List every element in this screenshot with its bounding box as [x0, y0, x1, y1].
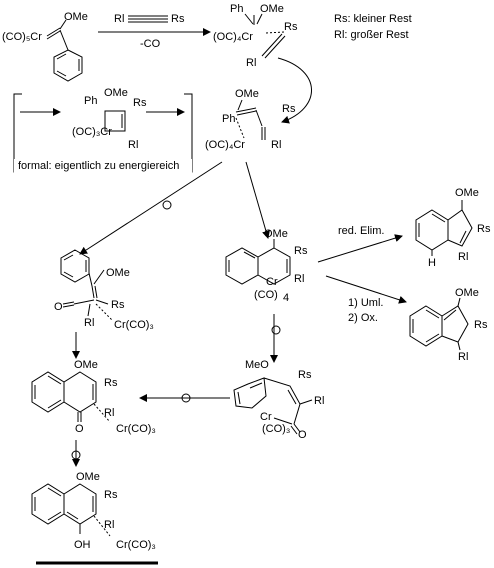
- label-rs-6: Rs: [474, 319, 488, 331]
- label-o-3: O: [298, 429, 307, 441]
- label-rs-7: Rs: [111, 299, 125, 311]
- label-rs-2: Rs: [133, 97, 147, 109]
- label-ome-8: OMe: [106, 267, 130, 279]
- label-ome-6: OMe: [455, 187, 479, 199]
- label-ome-1: OMe: [64, 11, 88, 23]
- label-rs-4: Rs: [294, 245, 308, 257]
- label-rl-10: Rl: [314, 395, 324, 407]
- path-marker-2: [71, 450, 81, 460]
- label-alkyne-rl: Rl: [114, 13, 124, 25]
- path-marker-4: [181, 393, 191, 403]
- label-ome-2: OMe: [260, 3, 284, 15]
- step-ox: 2) Ox.: [348, 312, 378, 324]
- indene-1-six-ring: [415, 209, 449, 251]
- label-ph-2: Ph: [84, 95, 97, 107]
- chromacycle: OMe Rs Rl Cr (CO) 4: [225, 228, 308, 304]
- label-ome-4: OMe: [235, 88, 259, 100]
- label-rl-5: Rl: [458, 251, 468, 263]
- label-occr-4: (OC)₄Cr: [213, 31, 253, 43]
- indene-product-1: OMe Rs Rl H: [415, 187, 491, 269]
- label-ome-3: OMe: [104, 87, 128, 99]
- metallacyclobutene-box: Ph OMe Rs (OC)₃Cr Rl formal: eigentlich …: [13, 87, 193, 173]
- label-crco3-1: Cr(CO)₃: [114, 319, 154, 331]
- label-co-loss: -CO: [140, 38, 161, 50]
- arrow-uml-ox: [325, 275, 407, 304]
- box-note: formal: eigentlich zu energiereich: [18, 160, 179, 172]
- naphthalenone-ring-b: [31, 371, 65, 413]
- chromacycle-7-benzo-ring: [233, 377, 267, 409]
- indene-product-2: OMe Rs Rl: [409, 287, 488, 363]
- legend-rs: Rs: kleiner Rest: [334, 13, 412, 25]
- arrow-red-elim: [317, 234, 403, 263]
- label-rs-1: Rs: [284, 21, 298, 33]
- label-rl-7: Rl: [84, 317, 94, 329]
- label-rs-3: Rs: [282, 103, 296, 115]
- label-crco3-3: Cr(CO)₃: [116, 539, 156, 551]
- indene-2-six-ring: [409, 305, 443, 347]
- label-h: H: [428, 257, 436, 269]
- label-co3-paren: (CO)₃: [262, 423, 290, 435]
- step-uml: 1) Uml.: [348, 297, 383, 309]
- label-ph-3: Ph: [222, 113, 235, 125]
- label-rl-2: Rl: [128, 139, 138, 151]
- label-co5cr: (CO)₅Cr: [2, 31, 42, 43]
- naphthalenone-complex: OMe Rs Rl O Cr(CO)₃: [31, 359, 156, 435]
- label-alkyne-rs: Rs: [171, 13, 185, 25]
- label-rs-5: Rs: [477, 223, 491, 235]
- label-sub4-1: 4: [283, 292, 289, 304]
- label-ome-10: OMe: [76, 471, 100, 483]
- path-marker-3: [271, 325, 281, 335]
- label-rl-1: Rl: [246, 57, 256, 69]
- label-crco3-2: Cr(CO)₃: [116, 423, 156, 435]
- naphthol-complex: OMe Rs Rl OH Cr(CO)₃: [31, 471, 156, 551]
- label-cr-1: Cr: [266, 276, 278, 288]
- label-rs-8: Rs: [104, 377, 118, 389]
- naphthol-ring-b: [31, 483, 65, 525]
- label-rl-4: Rl: [294, 273, 304, 285]
- label-rl-8: Rl: [104, 407, 114, 419]
- vinylketene-complex: OMe Rs O Rl Cr(CO)₃: [54, 249, 154, 331]
- path-marker-1: [162, 200, 172, 210]
- alkyne-reagent: Rl Rs: [114, 13, 185, 25]
- phenyl-ring-2: [60, 249, 90, 283]
- label-o-1: O: [54, 301, 63, 313]
- vinylcarbene-complex: OMe Rs Ph (OC)₄Cr Rl: [205, 88, 296, 151]
- label-occr-3: (OC)₃Cr: [72, 126, 112, 138]
- label-rl-6: Rl: [458, 351, 468, 363]
- label-meo: MeO: [245, 359, 269, 371]
- label-co-paren: (CO): [254, 289, 278, 301]
- naphthol-ring-a: [63, 483, 97, 525]
- label-o-2: O: [75, 423, 84, 435]
- legend-rl: Rl: großer Rest: [334, 29, 409, 41]
- label-cr-2: Cr: [260, 411, 272, 423]
- fischer-carbene: (CO)₅Cr OMe: [2, 11, 88, 82]
- label-rs-9: Rs: [104, 489, 118, 501]
- label-ph-1: Ph: [230, 3, 243, 15]
- label-rs-10: Rs: [298, 369, 312, 381]
- label-rl-3: Rl: [271, 139, 281, 151]
- chromacycloheptadienone: MeO Rs Rl Cr (CO)₃ O: [233, 359, 324, 441]
- arrow-insertion: [277, 57, 312, 124]
- arrow-to-ketene: [79, 161, 223, 255]
- label-rl-9: Rl: [104, 519, 114, 531]
- label-ome-9: OMe: [74, 359, 98, 371]
- step-red-elim: red. Elim.: [338, 225, 384, 237]
- alkyne-complex: Ph OMe (OC)₄Cr Rs Rl: [213, 3, 298, 69]
- label-ome-7: OMe: [455, 287, 479, 299]
- chromacycle-benzo-ring: [225, 247, 259, 285]
- label-oh: OH: [74, 539, 91, 551]
- label-occr-4-b: (OC)₄Cr: [205, 139, 245, 151]
- arrow-to-chromacycle: [245, 161, 270, 239]
- label-ome-5: OMe: [264, 228, 288, 240]
- phenyl-ring-1: [53, 49, 83, 82]
- naphthalenone-ring-a: [63, 371, 97, 413]
